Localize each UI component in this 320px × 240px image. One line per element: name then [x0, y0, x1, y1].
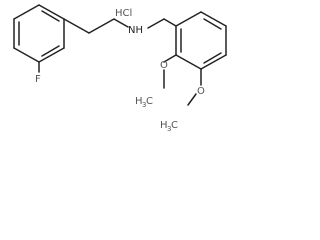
methoxy-upper-c: C — [146, 96, 153, 107]
methoxy-upper-subscript: 3 — [142, 101, 146, 109]
dimethoxyphenyl-ring — [175, 11, 227, 70]
methoxy-lower-h: H — [160, 120, 168, 131]
ethyl-chain — [63, 18, 129, 34]
fluorine-label: F — [35, 74, 41, 85]
methoxy-lower-subscript: 3 — [167, 125, 171, 133]
amine-label: NH — [128, 25, 143, 36]
methoxy-bonds — [163, 54, 202, 106]
salt-label: HCl — [115, 8, 132, 19]
methoxy-lower-oxygen: O — [197, 86, 205, 97]
methoxy-upper-h: H — [135, 96, 143, 107]
fluorophenyl-ring — [13, 4, 65, 63]
methoxy-lower-label: O H 3 C — [160, 86, 205, 133]
benzyl-chain — [147, 18, 177, 29]
methoxy-lower-c: C — [171, 120, 178, 131]
methoxy-upper-oxygen: O — [160, 60, 168, 71]
molecule-diagram: HCl F NH H 3 C O O H 3 C — [13, 4, 227, 133]
methoxy-upper-label: H 3 C O — [135, 60, 168, 109]
